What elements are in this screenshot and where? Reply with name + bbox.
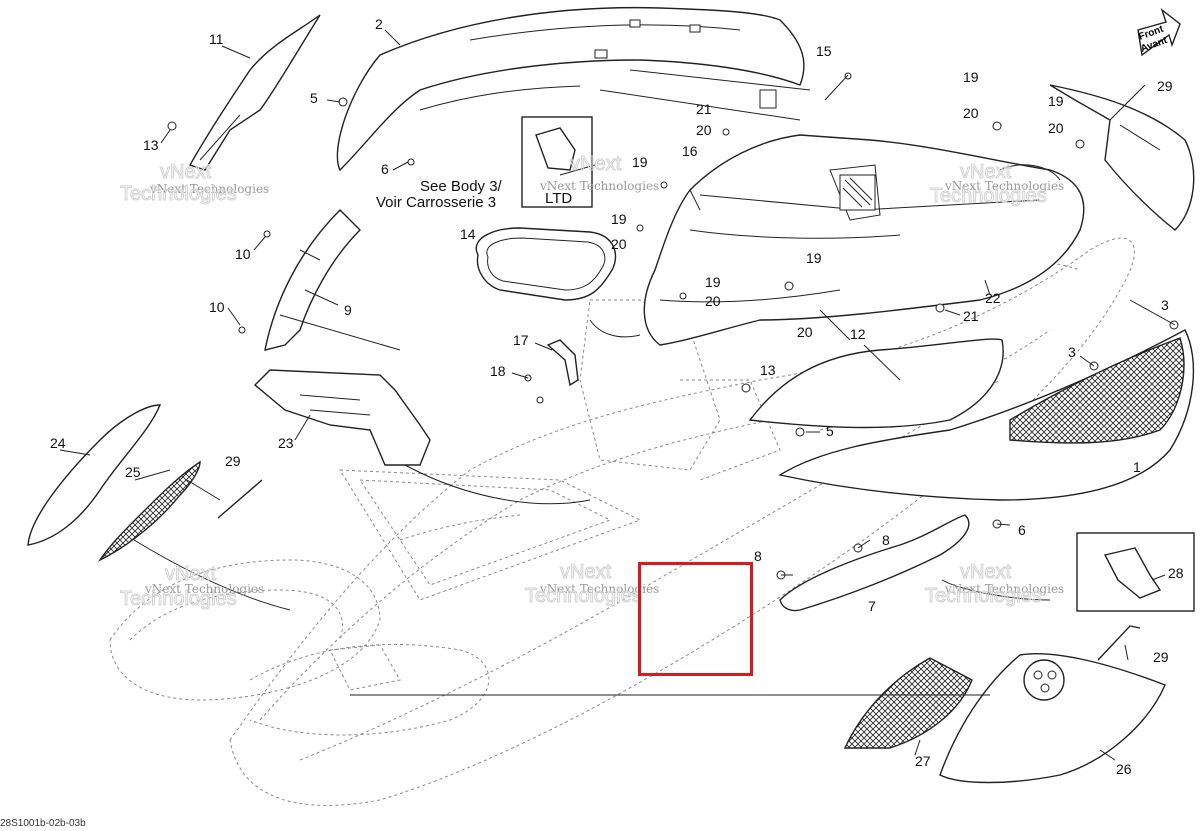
callout-19d: 19 xyxy=(611,211,627,227)
callout-20a: 20 xyxy=(696,122,712,138)
callout-25: 26 xyxy=(1116,761,1132,777)
callout-19a: 19 xyxy=(963,69,979,85)
callout-19f: 19 xyxy=(806,250,822,266)
callout-20b: 20 xyxy=(963,105,979,121)
callout-20e: 20 xyxy=(705,293,721,309)
watermark-big-4a: vNext xyxy=(165,563,217,585)
part-12-side-panel xyxy=(748,338,1004,429)
callout-22: 23 xyxy=(278,435,294,451)
part-11-side-trim xyxy=(188,14,321,171)
part-29-rods xyxy=(217,479,1141,661)
callout-21a: 21 xyxy=(696,101,712,117)
watermark-big-6a: vNext xyxy=(960,561,1012,583)
watermark-6: vNext Technologies xyxy=(944,582,1064,596)
callout-9: 9 xyxy=(344,302,352,318)
callout-29a: 29 xyxy=(225,453,241,469)
watermark-big-2a: vNext xyxy=(570,153,622,175)
callout-10b: 10 xyxy=(209,299,225,315)
callout-21b: 22 xyxy=(985,290,1001,306)
watermark-5: vNext Technologies xyxy=(539,582,659,596)
part-27-inset xyxy=(1076,532,1195,612)
callout-3b: 3 xyxy=(1068,344,1076,360)
watermark-big-6b: Technologies xyxy=(925,585,1042,607)
callout-19c: 19 xyxy=(632,154,648,170)
callout-20f: 20 xyxy=(797,324,813,340)
callout-12: 12 xyxy=(850,326,866,342)
callout-23: 24 xyxy=(50,435,66,451)
callout-10a: 10 xyxy=(235,246,251,262)
callout-2: 2 xyxy=(375,16,383,32)
watermark-big-5b: Technologies xyxy=(525,585,642,607)
watermark-big-1b: Technologies xyxy=(120,183,237,205)
part-28-rear-bumper xyxy=(1049,84,1195,231)
part-1-front-fascia xyxy=(778,329,1195,501)
central-storage-frame xyxy=(643,134,1085,346)
callout-20d: 20 xyxy=(611,236,627,252)
callout-3a: 3 xyxy=(1161,297,1169,313)
ltd-label: LTD xyxy=(545,190,572,207)
callout-16: 16 xyxy=(682,143,698,159)
watermark-big-3a: vNext xyxy=(960,161,1012,183)
see-body-line-2: Voir Carrosserie 3 xyxy=(376,194,496,211)
part-23-side-grab xyxy=(27,404,162,546)
highlight-region xyxy=(638,562,753,676)
callout-29b: 29 xyxy=(1153,649,1169,665)
watermark-4: vNext Technologies xyxy=(144,582,264,596)
see-body-line-1: See Body 3/ xyxy=(420,178,503,195)
callout-8a: 8 xyxy=(882,532,890,548)
watermark-2: vNext Technologies xyxy=(539,179,659,193)
watermark-big-3b: Technologies xyxy=(930,185,1047,207)
callout-14: 14 xyxy=(460,226,476,242)
fasteners xyxy=(167,72,1179,580)
callout-8b: 8 xyxy=(754,548,762,564)
watermarks: vNext Technologies vNext Technologies vN… xyxy=(120,153,1065,611)
callout-17: 17 xyxy=(513,332,529,348)
part-7-side-molding xyxy=(779,514,970,612)
callout-6a: 6 xyxy=(381,161,389,177)
part-26-vent-grille xyxy=(843,657,973,749)
part-17-bracket xyxy=(546,339,579,387)
callout-1: 1 xyxy=(1133,459,1141,475)
part-24-side-grille xyxy=(97,460,201,562)
callout-28: 29 xyxy=(1157,78,1173,94)
callout-numbers: 1 2 3 3 5 5 6 6 7 8 8 9 10 10 11 12 13 1… xyxy=(50,16,1184,777)
callout-27: 28 xyxy=(1168,565,1184,581)
part-25-side-vent xyxy=(939,653,1166,784)
watermark-1: vNext Technologies xyxy=(149,182,269,196)
callout-20c: 20 xyxy=(1048,120,1064,136)
callout-20g: 21 xyxy=(963,308,979,324)
callout-13b: 13 xyxy=(760,362,776,378)
watermark-big-5a: vNext xyxy=(560,561,612,583)
callout-19b: 19 xyxy=(1048,93,1064,109)
watermark-3: vNext Technologies xyxy=(944,179,1064,193)
watermark-big-4b: Technologies xyxy=(120,588,237,610)
callout-18: 18 xyxy=(490,363,506,379)
part-2-deck-panel xyxy=(336,6,805,172)
callout-15: 15 xyxy=(816,43,832,59)
front-direction-arrow xyxy=(1137,8,1181,57)
callout-5b: 5 xyxy=(826,423,834,439)
callout-24: 25 xyxy=(125,464,141,480)
callout-13a: 13 xyxy=(143,137,159,153)
callout-19e: 19 xyxy=(705,274,721,290)
leader-lines xyxy=(59,29,1176,761)
reference-code: 28S1001b-02b-03b xyxy=(0,818,86,829)
watermark-big-1a: vNext xyxy=(160,161,212,183)
ltd-inset xyxy=(521,116,593,208)
callout-26: 27 xyxy=(915,753,931,769)
part-22-bracket-plate xyxy=(253,369,431,466)
callout-6b: 6 xyxy=(1018,522,1026,538)
callout-7: 7 xyxy=(868,598,876,614)
callout-5a: 5 xyxy=(310,90,318,106)
part-9-vent-cover xyxy=(264,209,361,351)
part-14-gasket xyxy=(475,227,617,301)
callout-11: 11 xyxy=(209,31,224,47)
